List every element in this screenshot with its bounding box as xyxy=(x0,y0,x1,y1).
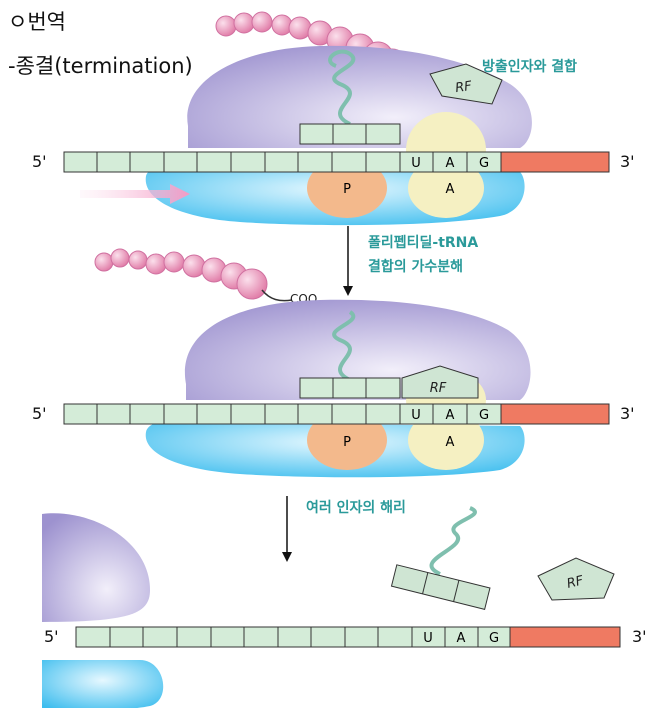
codon-u-3: U xyxy=(423,631,433,646)
panel-dissociation: RF U A G xyxy=(42,496,621,708)
label-dissociation: 여러 인자의 해리 xyxy=(306,500,406,516)
three-prime-3: 3' xyxy=(632,627,647,646)
trna xyxy=(328,49,356,126)
codon-g: G xyxy=(479,156,489,171)
title-line1: ㅇ번역 xyxy=(8,10,66,34)
five-prime-1: 5' xyxy=(32,152,47,171)
mrna-strand-3 xyxy=(75,626,621,648)
label-hydrolysis-line2: 결합의 가수분해 xyxy=(368,259,464,275)
label-rf-binding: 방출인자와 결합 xyxy=(482,59,578,75)
codon-a: A xyxy=(446,156,455,171)
free-small-subunit xyxy=(42,660,164,708)
five-prime-2: 5' xyxy=(32,404,47,423)
trna-anticodon-block xyxy=(299,123,401,145)
codon-g-3: G xyxy=(489,631,499,646)
free-trna xyxy=(390,506,491,610)
codon-a-3: A xyxy=(457,631,466,646)
svg-text:RF: RF xyxy=(454,79,473,96)
a-site-lower xyxy=(408,158,484,218)
p-site-lower xyxy=(307,158,387,218)
three-prime-1: 3' xyxy=(620,152,635,171)
mrna-strand-2 xyxy=(63,403,610,425)
svg-text:RF: RF xyxy=(565,573,585,592)
a-site-label: A xyxy=(446,182,455,197)
release-factor xyxy=(429,63,503,105)
p-site-label: P xyxy=(343,182,351,197)
title-line2: -종결(termination) xyxy=(8,54,193,78)
five-prime-3: 5' xyxy=(44,627,59,646)
codon-g-2: G xyxy=(479,408,489,423)
free-release-factor xyxy=(537,557,615,601)
three-prime-2: 3' xyxy=(620,404,635,423)
panel-hydrolysis: COO RF U A G P A xyxy=(63,226,610,478)
codon-u: U xyxy=(411,156,421,171)
movement-arrow xyxy=(80,184,190,204)
svg-text:RF: RF xyxy=(430,381,447,396)
panel-rf-binding: RF U A G P A xyxy=(63,11,610,226)
stop-region xyxy=(500,151,610,173)
label-hydrolysis-line1: 폴리펩티딜-tRNA xyxy=(368,235,479,251)
released-chain xyxy=(94,248,268,300)
release-factor-2 xyxy=(401,365,479,399)
codon-a-2: A xyxy=(446,408,455,423)
codon-u-2: U xyxy=(411,408,421,423)
p-site-label-2: P xyxy=(343,435,351,450)
a-site-label-2: A xyxy=(446,435,455,450)
free-large-subunit xyxy=(42,513,150,622)
mrna-strand xyxy=(63,151,610,173)
